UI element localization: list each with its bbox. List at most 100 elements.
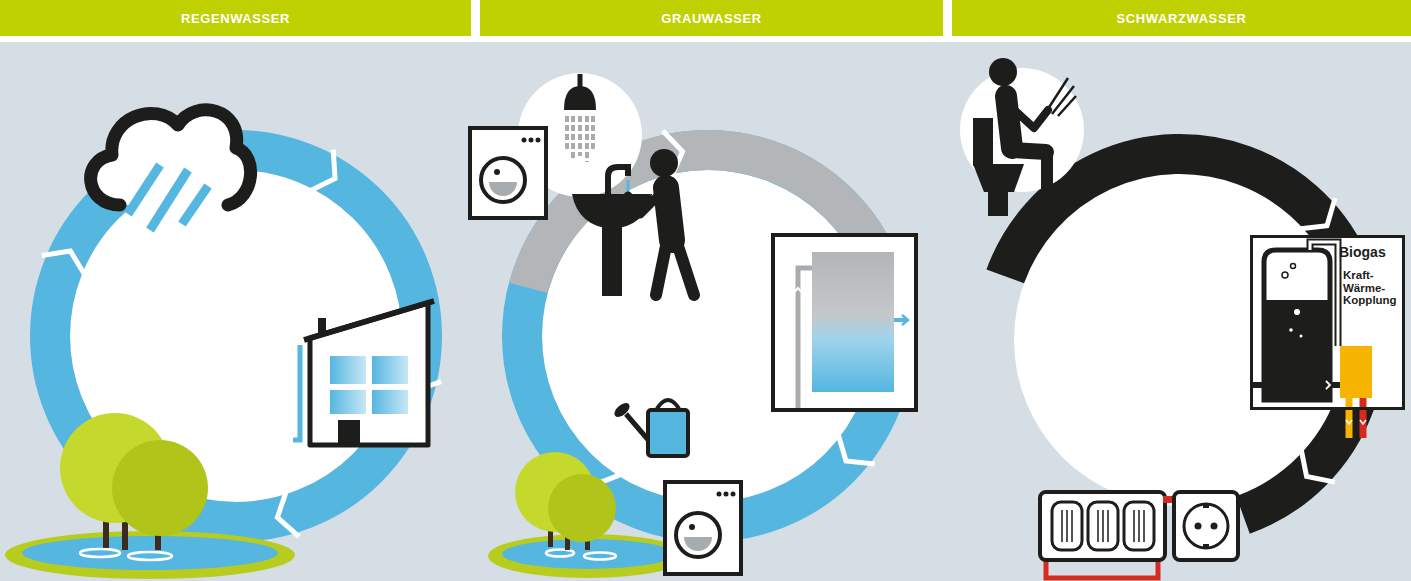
tank-outlet [894,318,906,322]
ring-chevron [828,433,875,476]
header-band: REGENWASSER [0,0,471,36]
radiator-frame [1040,492,1165,560]
water-ripple [80,549,120,557]
power-line [1360,398,1367,438]
ring-chevron [271,490,299,541]
drop-line [565,116,569,150]
gas-pipe-core [1310,242,1338,346]
socket-earth [1203,504,1209,508]
greywater-tank [773,235,916,410]
sink-pedestal [602,226,622,296]
water-ripple [546,550,574,557]
header-label: SCHWARZWASSER [1117,11,1247,26]
window [330,390,366,414]
feed-pipe [1250,382,1343,388]
biogas-plant [1250,235,1405,438]
door [338,420,360,445]
header-band: GRAUWASSER [480,0,943,36]
gas-bubble [1291,264,1296,269]
outlet-chevron [902,315,908,325]
person-head [989,58,1017,86]
shower-drops [567,116,593,162]
pipe-chevron [791,288,805,296]
machine-dot [731,492,736,497]
gas-bubble [1294,309,1300,315]
person-arm [628,194,660,214]
cycle-breaks [582,128,913,513]
faucet [608,167,628,194]
toilet-bowl [973,164,1024,192]
toilet-base [988,190,1008,216]
trees-and-pond [488,452,688,578]
newspaper [1046,78,1076,116]
window [372,356,408,384]
rain-streak [128,165,160,214]
machine-door [481,158,525,202]
machine-dot [536,138,541,143]
can-body [648,410,688,456]
header-band: SCHWARZWASSER [952,0,1411,36]
gas-bubble [1289,328,1293,332]
window [372,390,408,414]
person-shin [1041,152,1053,196]
chp-unit [1340,346,1372,398]
socket-earth [1203,544,1209,548]
tank-frame [773,235,916,410]
chp-label: Kraft-Wärme-Kopplung [1343,269,1405,307]
socket-ring [1184,504,1228,548]
heat-pipe [1346,398,1353,438]
header-label: GRAUWASSER [661,11,762,26]
cycles [42,102,1411,579]
drop-line [585,116,589,162]
can-rose [612,400,632,419]
ring-chevron [1290,448,1335,493]
machine-dot [522,138,527,143]
shower-head [564,86,596,110]
gas-pipe [1310,242,1338,346]
plant-frame-fill [1250,235,1405,410]
sink-and-person [572,149,694,296]
cycle-breaks [42,150,441,541]
machine-dot [717,492,722,497]
ring-chevron [309,150,347,200]
black-cycle-arc [942,102,1411,579]
machine-water [489,182,517,196]
tank [812,252,894,392]
pond-rim [5,531,295,579]
person-arm [1010,106,1048,128]
pipe-chevron [1346,420,1352,424]
drop-line [591,116,595,150]
washing-machine [470,128,546,218]
drop-line [578,116,582,156]
chimney [318,318,326,336]
machine-body [470,128,546,218]
toilet-tank [973,118,993,166]
watering-can [612,400,688,456]
ring-chevron [42,241,92,276]
rain-streak [182,186,208,224]
person-head [650,149,678,177]
digester-tank [1264,250,1330,400]
cycle-interior [1014,174,1346,506]
machine-dot [724,492,729,497]
power-socket [1174,492,1238,560]
person-thigh [1012,150,1046,152]
machine-bubble [689,524,695,530]
bubble [960,68,1084,192]
socket-hole [1195,523,1202,530]
person-leg [656,246,666,295]
water-ripple [128,552,172,560]
water-ripple [584,553,616,560]
machine-dot [529,138,534,143]
machine-water [684,537,712,551]
tree-crown [112,440,208,536]
shower-pipe [578,74,583,88]
socket-frame [1174,492,1238,560]
window [330,356,366,384]
house-body [310,303,428,445]
pipe-chevron [1326,381,1330,389]
drop-line [571,116,575,160]
